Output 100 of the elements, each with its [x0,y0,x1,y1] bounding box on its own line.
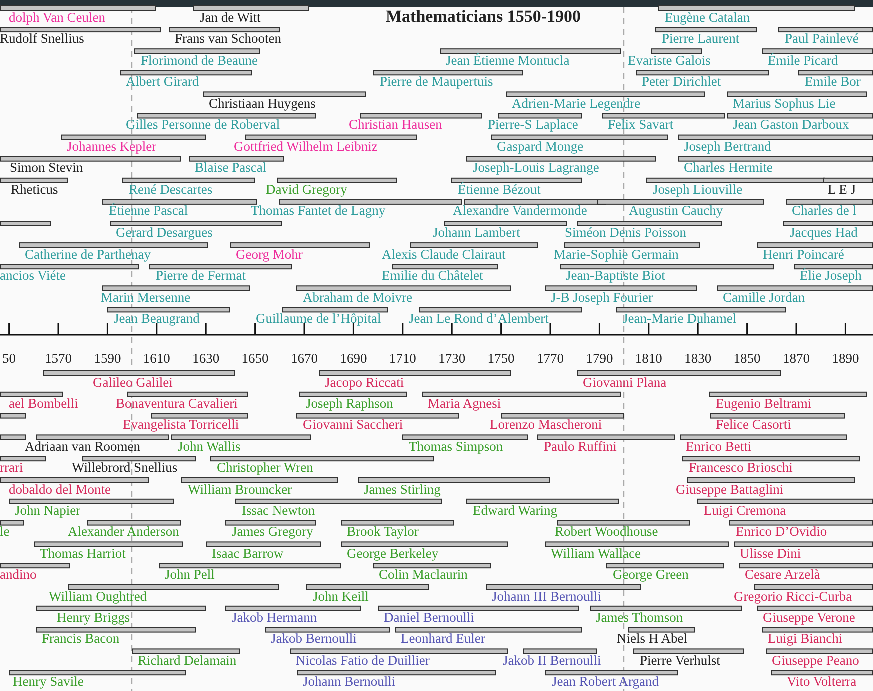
mathematician-name: Johann III Bernoulli [492,588,602,604]
mathematician-name: George Green [613,567,689,582]
mathematician-name: Peter Dirichlet [642,74,722,90]
mathematician-name: Joseph Liouville [653,182,743,197]
mathematician-name: Alexis Claude Clairaut [382,246,506,262]
mathematician-name: Jan de Witt [200,10,261,24]
mathematician-name: Pierre de Maupertuis [380,74,494,90]
mathematician-name: James Thomson [596,610,684,625]
mathematician-name: Lorenzo Mascheroni [490,417,602,432]
mathematician-name: Giuseppe Battaglini [676,482,784,496]
mathematician-name: Leonhard Euler [401,631,486,646]
year-label: 1590 [94,350,122,366]
mathematician-name: Jakob Bernoulli [271,631,357,646]
mathematician-name: Christopher Wren [217,460,314,476]
mathematician-name: Felix Savart [608,117,674,132]
year-label: 50 [2,350,16,366]
mathematician-name: René Descartes [129,182,213,197]
mathematician-name: William Wallace [551,546,641,561]
mathematician-name: Luigi Cremona [704,502,786,518]
mathematician-name: Evangelista Torricelli [123,417,240,432]
mathematician-name: Galileo Galilei [93,374,173,390]
mathematician-name: Marie-Sophie Germain [554,246,679,262]
mathematician-name: Thomas Harriot [40,546,126,561]
mathematician-name: rrari [0,460,24,476]
mathematician-name: Alexander Anderson [68,524,180,540]
mathematician-name: L E J [828,182,856,197]
mathematician-name: Enrico Betti [686,438,752,454]
mathematician-name: Jean-Marie Duhamel [623,311,737,326]
mathematician-name: Edward Waring [473,502,558,518]
mathematician-name: Étienne Pascal [109,203,188,218]
mathematician-name: Christiaan Huygens [209,96,316,111]
mathematician-name: Cesare Arzelà [745,567,820,582]
mathematician-name: Paulo Ruffini [544,438,617,454]
mathematician-name: Giuseppe Peano [772,652,860,668]
mathematician-name: dobaldo del Monte [9,482,111,496]
mathematician-name: Charles de l [792,203,856,218]
mathematician-name: Henry Briggs [57,610,130,625]
mathematician-name: John Keill [313,588,369,604]
mathematician-name: Jean Gaston Darboux [733,117,850,132]
mathematician-name: Thomas Fantet de Lagny [251,203,386,218]
mathematician-name: George Berkeley [347,546,439,561]
mathematician-name: Henry Savile [13,674,84,690]
year-label: 1630 [192,350,220,366]
mathematician-name: Vito Volterra [787,674,857,690]
mathematician-name: Johann Lambert [433,225,520,240]
mathematician-name: Élie Joseph [800,268,862,284]
mathematician-name: Guillaume de l’Hôpital [256,311,382,326]
mathematician-name: Jean Étienne Montucla [446,52,570,68]
mathematician-name: Emile Bor [805,74,861,90]
mathematician-name: Thomas Simpson [409,438,504,454]
mathematician-name: John Wallis [178,438,241,454]
mathematician-name: Paul Painlevé [785,31,859,46]
year-label: 1710 [389,350,416,366]
mathematician-name: Augustin Cauchy [629,203,724,218]
year-label: 1850 [734,350,761,366]
mathematician-name: Catherine de Parthenay [25,246,151,262]
mathematician-name: Jean Robert Argand [552,674,659,690]
mathematician-name: Simon Stevin [10,160,84,176]
mathematician-name: Georg Mohr [236,246,303,262]
mathematician-name: John Pell [165,567,215,582]
mathematician-name: Giovanni Saccheri [303,417,404,432]
mathematician-name: Nicolas Fatio de Duillier [296,652,430,668]
year-label: 1730 [438,350,466,366]
mathematician-name: Emilie du Châtelet [382,268,484,284]
mathematician-name: Rudolf Snellius [0,31,84,46]
mathematician-name: Bonaventura Cavalieri [116,396,238,411]
mathematician-name: Gottfried Wilhelm Leibniz [234,138,378,154]
mathematician-name: Henri Poincaré [763,246,844,262]
year-label: 1830 [684,350,712,366]
mathematician-name: Jean Le Rond d’Alembert [409,311,549,326]
mathematician-name: Evariste Galois [628,52,711,68]
mathematician-name: dolph Van Ceulen [9,10,106,24]
year-label: 1650 [242,350,269,366]
mathematician-name: Joseph Raphson [306,396,394,411]
mathematician-name: Christian Hausen [349,117,442,132]
mathematician-name: Pierre Laurent [662,31,740,46]
mathematician-name: Florimond de Beaune [141,52,258,68]
mathematician-name: William Oughtred [49,588,148,604]
year-label: 1890 [832,350,860,366]
mathematician-name: Johannes Kepler [67,138,157,154]
mathematician-name: le [0,524,10,540]
year-label: 1770 [537,350,564,366]
mathematician-name: Camille Jordan [723,290,806,305]
mathematician-name: Enrico D’Ovidio [736,524,828,540]
mathematician-name: Issac Newton [242,502,316,518]
mathematician-name: John Napier [15,502,81,518]
mathematician-name: Rheticus [11,182,58,197]
mathematician-name: Jean Beaugrand [114,311,200,326]
mathematician-name: Pierre de Fermat [156,268,246,284]
mathematician-name: J-B Joseph Fourier [551,290,653,305]
mathematician-name: Blaise Pascal [195,160,267,176]
mathematician-name: Colin Maclaurin [379,567,468,582]
year-label: 1750 [488,350,515,366]
mathematician-name: Marin Mersenne [101,290,191,305]
mathematician-name: William Brouncker [188,482,292,496]
mathematician-name: Johann Bernoulli [303,674,396,690]
mathematician-name: Gilles Personne de Roberval [126,117,280,132]
mathematician-name: Jakob Hermann [232,610,318,625]
year-label: 1670 [291,350,318,366]
year-label: 1790 [586,350,614,366]
